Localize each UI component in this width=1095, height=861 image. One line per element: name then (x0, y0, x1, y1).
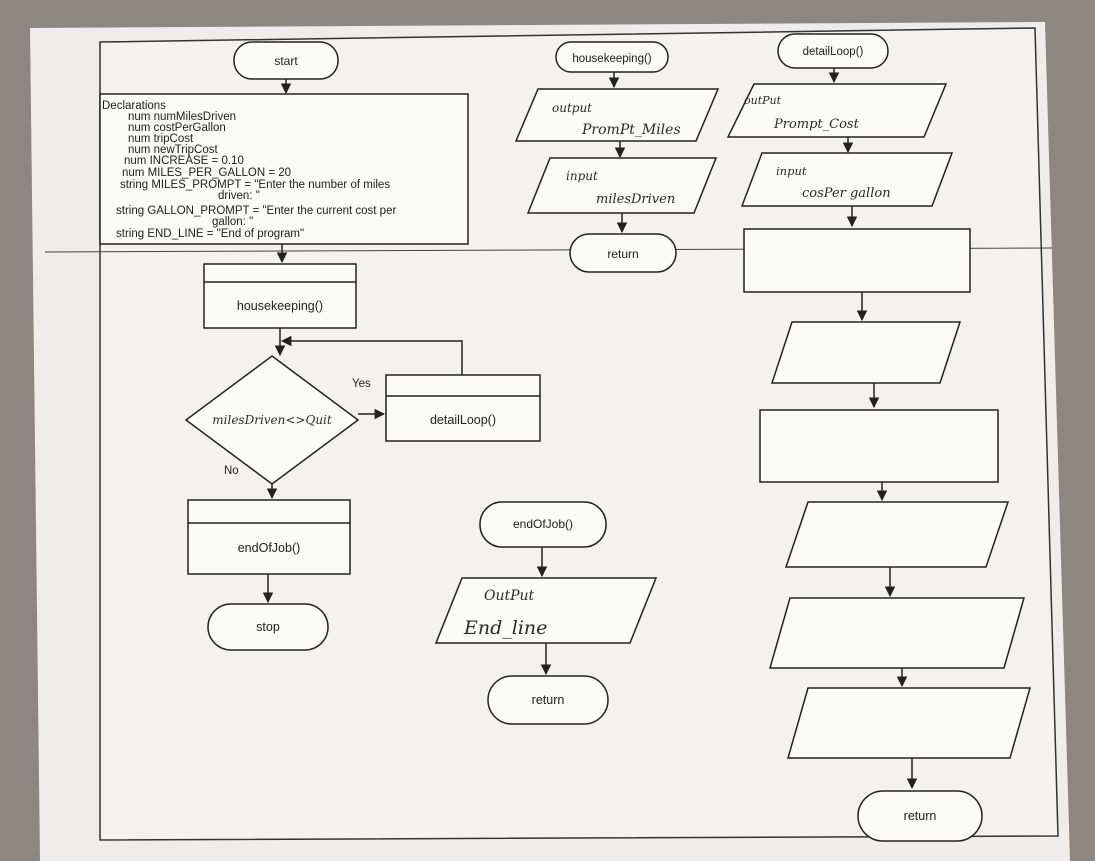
endofjob-module: endOfJob() OutPut End_line return (434, 501, 658, 725)
yes-label: Yes (352, 378, 371, 390)
endofjob-title: endOfJob() (513, 517, 573, 531)
endofjob-terminator (479, 501, 607, 548)
detailloop-module: detailLoop() outPut Prompt_Cost input co… (726, 33, 1031, 842)
hk-input-keyword: input (566, 169, 598, 183)
hk-output-keyword: output (552, 101, 592, 115)
main-flow: start Declarations num numMilesDriven nu… (44, 41, 1053, 651)
detailloop-call-label: detailLoop() (430, 413, 496, 427)
dl-return-terminator (857, 790, 983, 842)
empty-parallelogram-1 (770, 321, 962, 384)
dl-output-keyword: outPut (744, 94, 782, 107)
declarations-heading: Declarations (102, 100, 166, 112)
hk-return-label: return (607, 247, 638, 261)
empty-process-box-1 (743, 228, 971, 293)
endofjob-call-box (187, 499, 351, 575)
declaration-line: gallon: " (212, 216, 253, 228)
eoj-output-value: End_line (463, 617, 547, 639)
no-label: No (224, 465, 239, 477)
eoj-output-keyword: OutPut (484, 588, 535, 604)
declaration-line: num newTripCost (128, 144, 218, 156)
detailloop-terminator (777, 33, 889, 69)
eoj-return-label: return (532, 693, 565, 707)
housekeeping-call-box (203, 263, 357, 329)
empty-parallelogram-4 (787, 687, 1031, 759)
declaration-line: string GALLON_PROMPT = "Enter the curren… (116, 205, 396, 217)
stop-terminator (207, 603, 329, 651)
stop-label: stop (256, 620, 280, 634)
declaration-line: string END_LINE = "End of program" (116, 228, 304, 240)
housekeeping-call-label: housekeeping() (237, 299, 323, 313)
empty-parallelogram-3 (769, 597, 1025, 669)
start-label: start (274, 54, 298, 68)
housekeeping-title: housekeeping() (572, 53, 651, 65)
empty-parallelogram-2 (784, 501, 1010, 568)
eoj-return-terminator (487, 675, 609, 725)
hk-input-value: milesDriven (596, 192, 675, 207)
detailloop-title: detailLoop() (803, 46, 864, 58)
dl-return-label: return (904, 809, 937, 823)
detailloop-call-box (385, 374, 541, 442)
declaration-line: num MILES_PER_GALLON = 20 (122, 167, 291, 179)
endofjob-call-label: endOfJob() (238, 541, 301, 555)
housekeeping-module: housekeeping() output PromPt_Miles input… (514, 41, 720, 273)
declarations-box (99, 93, 469, 245)
hk-return-terminator (569, 233, 677, 273)
dl-output-value: Prompt_Cost (773, 117, 860, 132)
declaration-line: num tripCost (128, 133, 194, 145)
input-cost-per-gallon-parallelogram (740, 152, 954, 207)
output-prompt-miles-parallelogram (514, 88, 720, 142)
empty-process-box-2 (759, 409, 999, 483)
loop-condition: milesDriven<>Quit (212, 413, 332, 427)
output-prompt-cost-parallelogram (726, 83, 948, 138)
hk-output-value: PromPt_Miles (581, 122, 681, 138)
housekeeping-terminator (555, 41, 669, 73)
loop-back-arrow (280, 335, 463, 375)
dl-input-value: cosPer gallon (802, 186, 891, 201)
declaration-line: driven: " (218, 190, 260, 202)
declaration-line: num INCREASE = 0.10 (124, 155, 244, 167)
declaration-line: num costPerGallon (128, 122, 226, 134)
input-miles-driven-parallelogram (526, 157, 718, 214)
dl-input-keyword: input (776, 164, 807, 178)
output-end-line-parallelogram (434, 577, 658, 644)
declaration-line: string MILES_PROMPT = "Enter the number … (120, 179, 390, 191)
declarations-text: Declarations num numMilesDriven num cost… (102, 100, 396, 240)
declaration-line: num numMilesDriven (128, 111, 236, 123)
